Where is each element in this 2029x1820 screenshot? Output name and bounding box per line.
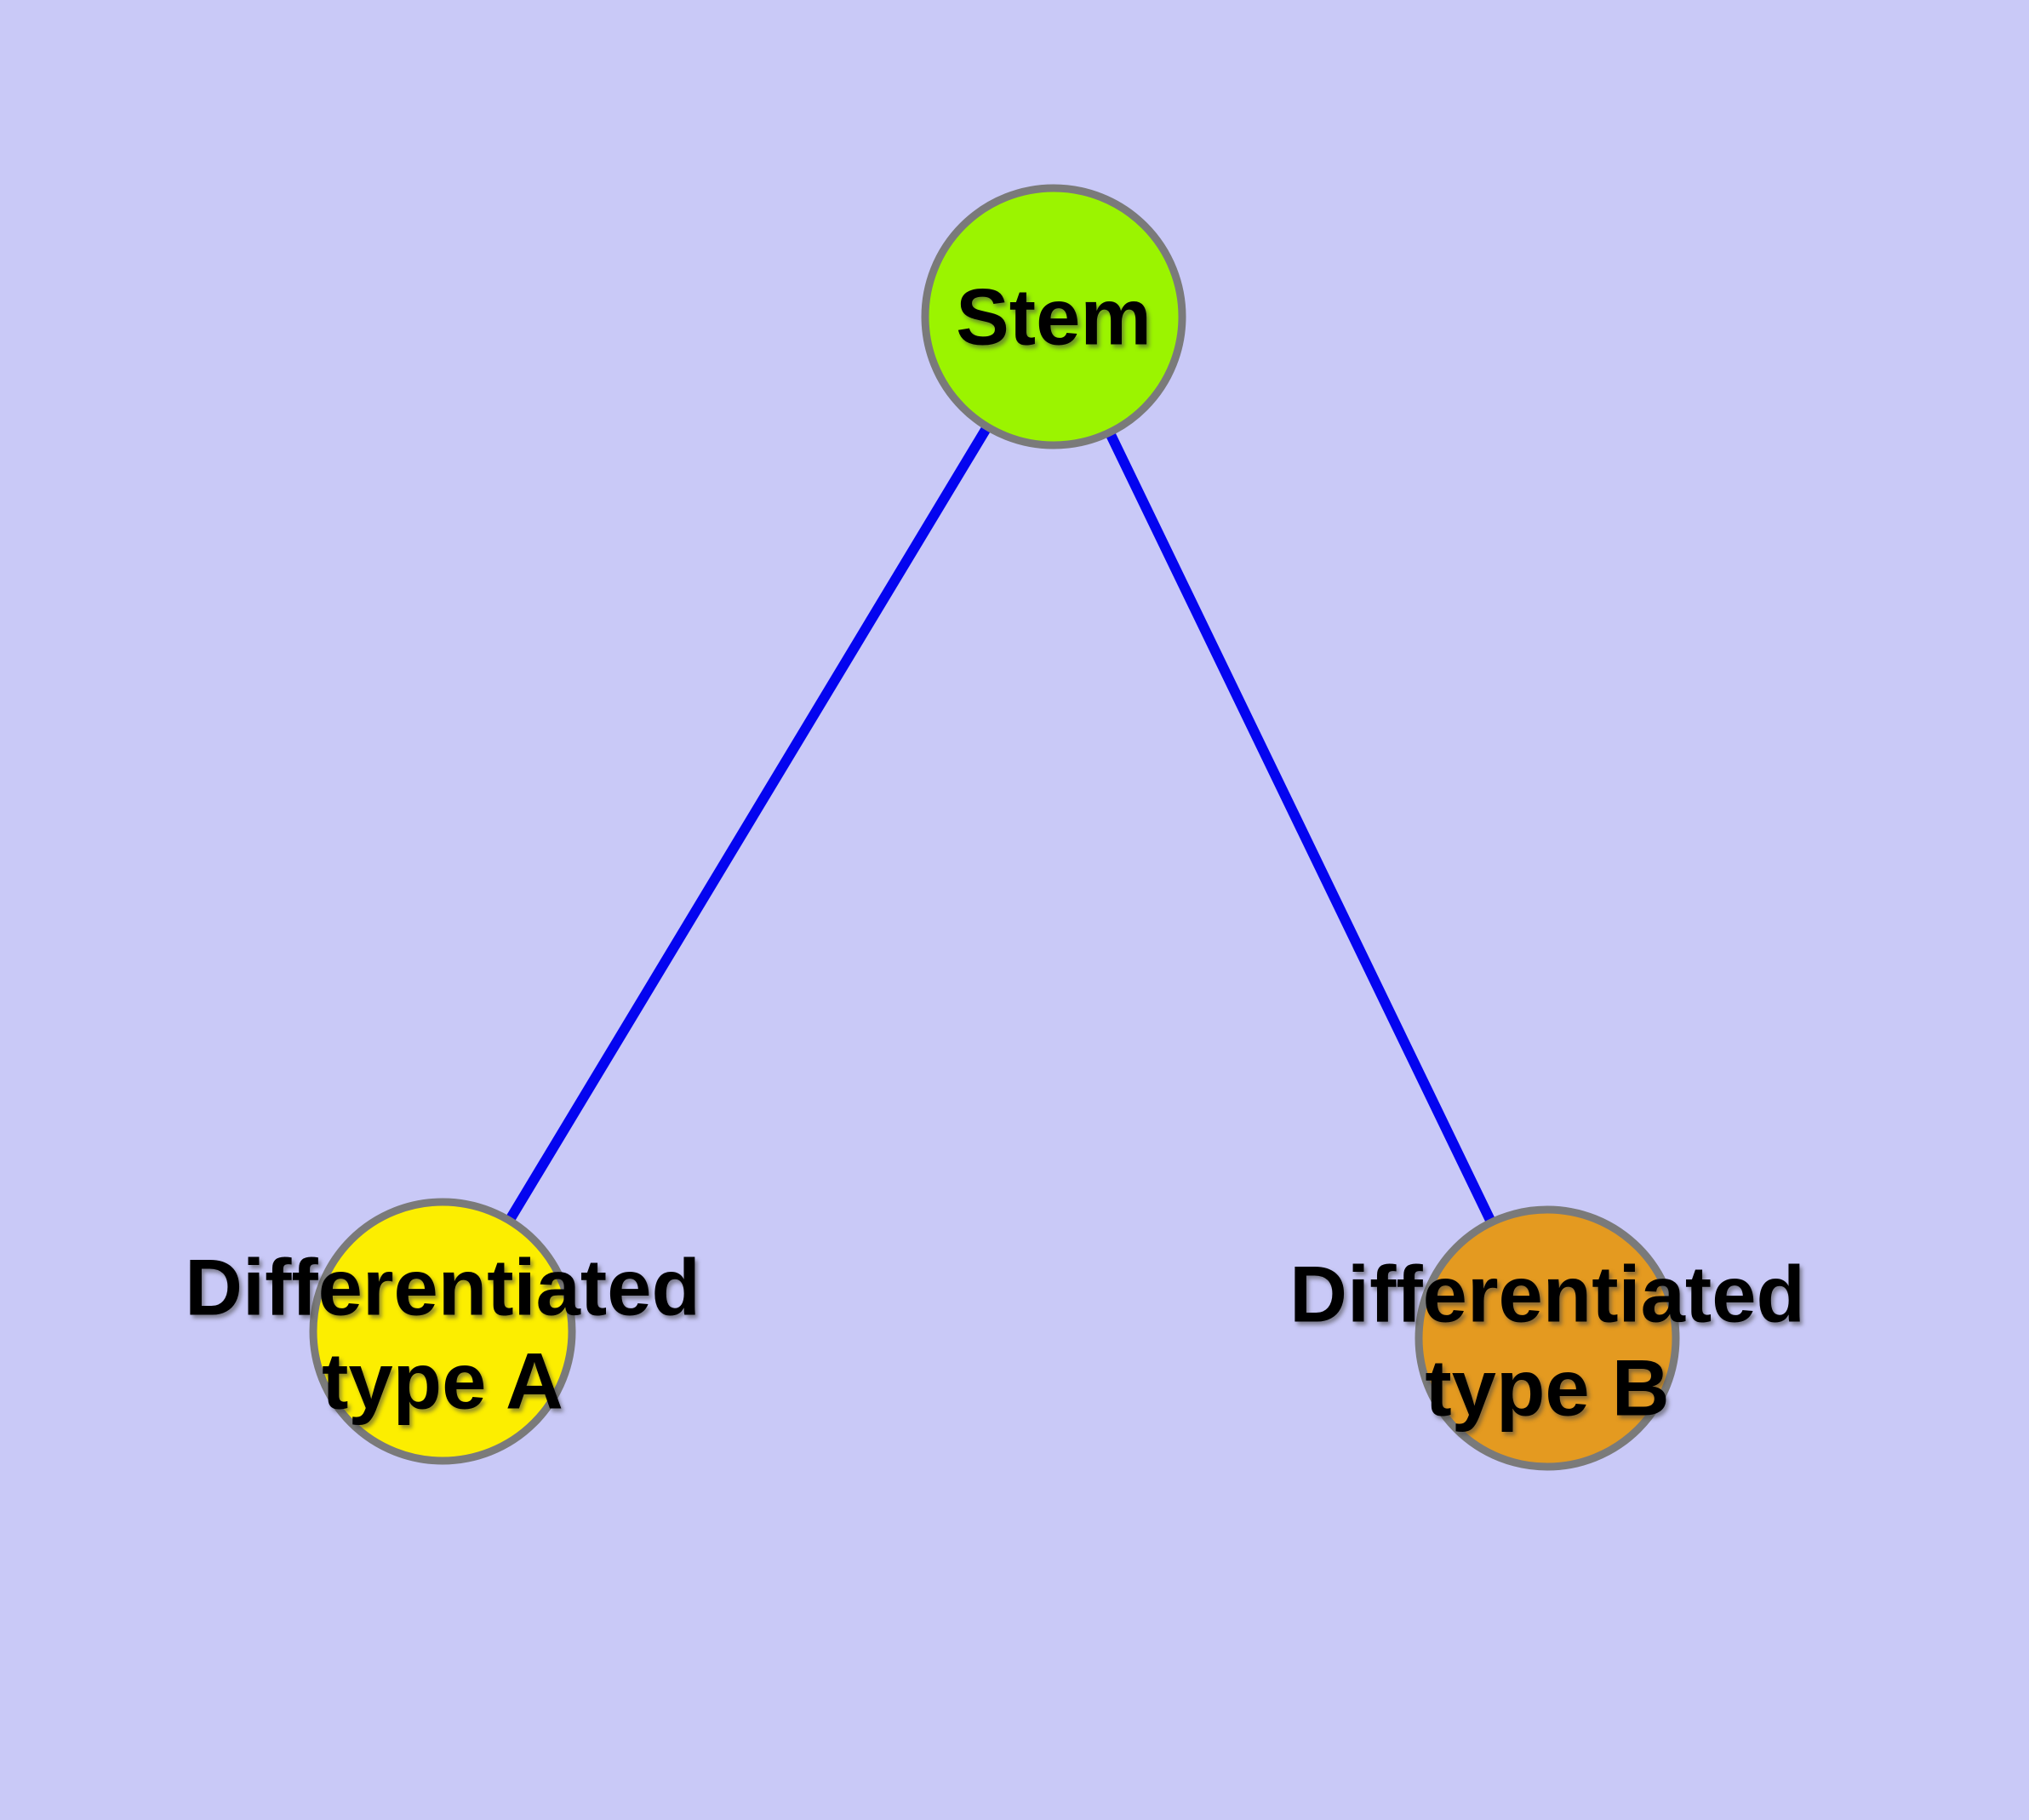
node-stem: Stem (921, 184, 1186, 449)
node-differentiated-type-b-label-line1: Differentiated (1289, 1250, 1805, 1339)
node-differentiated-type-a-circle (309, 1198, 576, 1465)
edge-stem-to-differentiated-type-a (437, 313, 1059, 1335)
node-stem-label-line1: Stem (956, 272, 1152, 362)
edge-stem-to-differentiated-type-b (1049, 314, 1552, 1341)
node-differentiated-type-a-label-line2: type A (322, 1336, 563, 1426)
node-differentiated-type-b-label-line2: type B (1425, 1343, 1669, 1433)
node-differentiated-type-b-circle (1415, 1205, 1680, 1471)
node-stem-circle (921, 184, 1186, 449)
node-differentiated-type-a-label-line1: Differentiated (185, 1243, 700, 1332)
